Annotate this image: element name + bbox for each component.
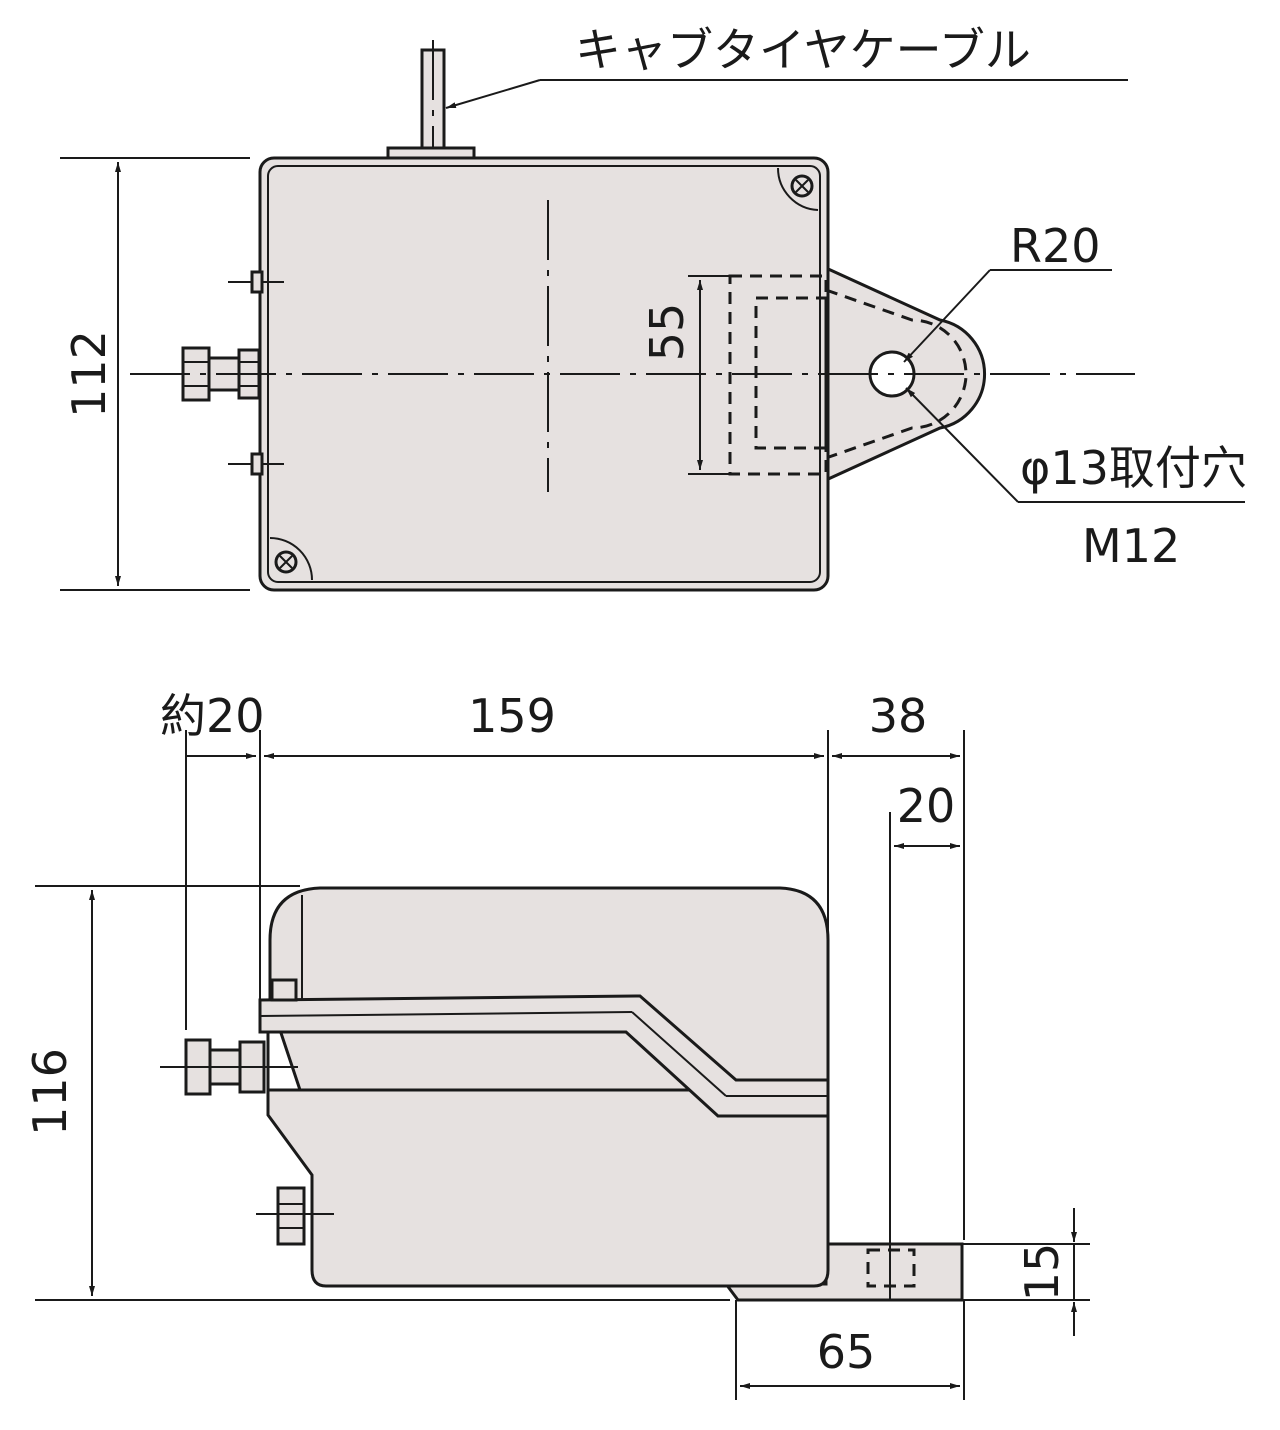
cable-label: キャブタイヤケーブル — [575, 23, 1031, 77]
screw-icon — [790, 174, 814, 198]
dim-112: 112 — [62, 330, 116, 418]
radius-label: R20 — [1010, 219, 1101, 273]
dim-65: 65 — [817, 1325, 876, 1379]
hidden-slot-outer — [728, 274, 828, 476]
dim-159: 159 — [468, 689, 556, 743]
hole-label: φ13取付穴 — [1020, 441, 1247, 495]
lower-nut — [256, 1186, 334, 1246]
dim-116: 116 — [23, 1048, 77, 1136]
lid-rim — [258, 994, 830, 1118]
bolt-label: M12 — [1082, 519, 1180, 573]
side-bolt — [160, 1038, 298, 1096]
dim-15: 15 — [1015, 1243, 1069, 1302]
enclosure-lid — [268, 886, 830, 1092]
dim-38: 38 — [869, 689, 928, 743]
enclosure-side-body — [266, 1030, 830, 1288]
top-view: キャブタイヤケーブル — [60, 23, 1247, 592]
dim-55: 55 — [640, 303, 694, 362]
cable-leader-arrow — [445, 79, 541, 109]
side-view: 約20 159 38 20 116 15 65 — [23, 689, 1090, 1400]
ear-hidden-outline — [825, 288, 968, 460]
dim-approx-20: 約20 — [160, 689, 265, 743]
screw-icon — [274, 550, 298, 574]
lid-screw — [270, 978, 298, 1002]
dim-20: 20 — [897, 779, 956, 833]
